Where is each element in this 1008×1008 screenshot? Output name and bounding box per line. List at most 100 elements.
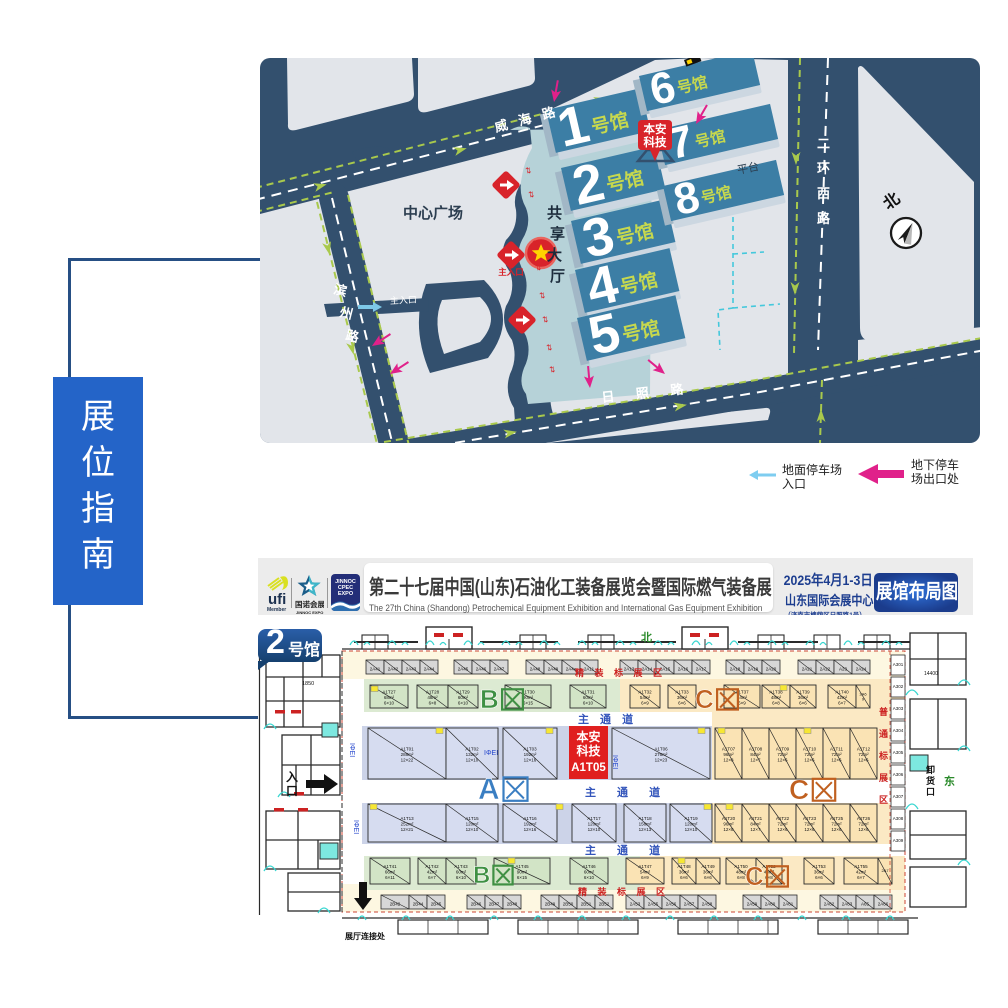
svg-text:ΙΦΕΙ: ΙΦΕΙ <box>352 820 359 834</box>
svg-text:6×9: 6×9 <box>641 700 649 705</box>
svg-text:6×6: 6×6 <box>815 875 823 880</box>
svg-text:120m²: 120m² <box>466 821 479 826</box>
svg-text:A23: A23 <box>839 667 848 672</box>
svg-text:A1T18: A1T18 <box>638 816 652 821</box>
svg-text:B: B <box>480 684 499 714</box>
svg-text:2A22: 2A22 <box>820 667 831 672</box>
svg-text:A1T33: A1T33 <box>675 689 689 694</box>
svg-text:6×9: 6×9 <box>738 700 746 705</box>
svg-text:2B47: 2B47 <box>489 902 500 907</box>
svg-text:6×6: 6×6 <box>799 700 807 705</box>
svg-text:环: 环 <box>817 161 830 176</box>
svg-text:12×13: 12×13 <box>639 827 652 832</box>
svg-text:A1T32: A1T32 <box>638 689 652 694</box>
svg-text:A1T53: A1T53 <box>812 864 826 869</box>
svg-text:A1T42: A1T42 <box>425 864 439 869</box>
svg-text:A1T25: A1T25 <box>830 816 844 821</box>
svg-text:货: 货 <box>926 775 935 786</box>
svg-text:12×6: 12×6 <box>804 757 815 762</box>
svg-text:6×10: 6×10 <box>456 875 467 880</box>
svg-text:A1T05: A1T05 <box>571 762 606 774</box>
svg-text:A302: A302 <box>893 684 904 689</box>
svg-text:科技: 科技 <box>576 743 601 758</box>
svg-text:2A18: 2A18 <box>730 667 741 672</box>
svg-text:2A63: 2A63 <box>842 902 853 907</box>
svg-text:⇄: ⇄ <box>531 240 540 247</box>
svg-text:路: 路 <box>344 327 361 345</box>
svg-text:主入口: 主入口 <box>498 267 524 277</box>
svg-text:⇄: ⇄ <box>541 316 550 323</box>
svg-text:大: 大 <box>547 246 562 264</box>
svg-text:2B44: 2B44 <box>413 902 424 907</box>
svg-text:2A6: 2A6 <box>859 692 867 697</box>
svg-text:6×6: 6×6 <box>680 875 688 880</box>
svg-text:⇄: ⇄ <box>534 264 543 271</box>
svg-text:ufi: ufi <box>268 591 286 608</box>
svg-text:A304: A304 <box>893 728 904 733</box>
svg-text:北: 北 <box>641 630 652 644</box>
svg-text:A1T02: A1T02 <box>465 746 479 751</box>
svg-text:96m²: 96m² <box>723 821 734 826</box>
svg-text:2A7: 2A7 <box>881 868 889 873</box>
svg-text:60m²: 60m² <box>458 695 469 700</box>
svg-text:厅: 厅 <box>550 268 565 285</box>
svg-text:2A15: 2A15 <box>660 667 671 672</box>
svg-text:A1T47: A1T47 <box>638 864 652 869</box>
svg-text:本安: 本安 <box>644 122 667 136</box>
svg-text:A1T50: A1T50 <box>734 864 748 869</box>
svg-text:2A66: 2A66 <box>878 902 889 907</box>
svg-text:A1T08: A1T08 <box>749 746 763 751</box>
svg-text:⇄: ⇄ <box>524 167 533 174</box>
svg-text:54m²: 54m² <box>737 695 748 700</box>
svg-text:口: 口 <box>286 784 298 798</box>
svg-text:90m²: 90m² <box>517 869 528 874</box>
svg-text:A1T22: A1T22 <box>776 816 790 821</box>
svg-text:入: 入 <box>286 770 298 784</box>
svg-text:2A48: 2A48 <box>530 667 541 672</box>
svg-text:6×6: 6×6 <box>704 875 712 880</box>
svg-text:6×7: 6×7 <box>428 875 436 880</box>
svg-text:口: 口 <box>926 787 935 797</box>
svg-text:2A42: 2A42 <box>388 667 399 672</box>
svg-text:2B52: 2B52 <box>599 902 610 907</box>
svg-text:主 通 道: 主 通 道 <box>585 785 669 799</box>
svg-text:普: 普 <box>879 706 888 717</box>
svg-text:A1T19: A1T19 <box>684 816 698 821</box>
svg-text:36m²: 36m² <box>677 695 688 700</box>
svg-text:12×21: 12×21 <box>401 827 414 832</box>
svg-text:标: 标 <box>878 750 888 761</box>
svg-text:48m²: 48m² <box>427 695 438 700</box>
svg-text:通: 通 <box>879 728 888 739</box>
svg-text:主 通 道: 主 通 道 <box>578 712 637 726</box>
svg-text:东: 东 <box>944 774 955 788</box>
svg-text:2A60: 2A60 <box>765 902 776 907</box>
svg-text:A1T49: A1T49 <box>701 864 715 869</box>
svg-text:276m²: 276m² <box>655 752 668 757</box>
svg-text:36m²: 36m² <box>679 869 690 874</box>
svg-text:A1T45: A1T45 <box>515 864 529 869</box>
svg-text:精 装 标 展 区: 精 装 标 展 区 <box>578 886 669 897</box>
svg-text:2B49: 2B49 <box>545 902 556 907</box>
svg-text:120m²: 120m² <box>588 821 601 826</box>
svg-text:12×6: 12×6 <box>777 757 788 762</box>
svg-text:42m²: 42m² <box>427 869 438 874</box>
svg-text:6×7: 6×7 <box>838 700 846 705</box>
svg-text:12×8: 12×8 <box>723 757 734 762</box>
svg-text:12×6: 12×6 <box>804 827 815 832</box>
svg-text:2B51: 2B51 <box>581 902 592 907</box>
svg-text:共: 共 <box>547 205 562 222</box>
svg-text:主 通 道: 主 通 道 <box>585 843 669 857</box>
svg-text:展: 展 <box>879 773 888 783</box>
svg-text:C: C <box>789 774 809 805</box>
svg-text:12×23: 12×23 <box>655 757 668 762</box>
svg-text:A1T46: A1T46 <box>582 864 596 869</box>
svg-text:66m²: 66m² <box>385 869 396 874</box>
svg-text:2B45: 2B45 <box>431 902 442 907</box>
svg-text:平台: 平台 <box>736 159 760 177</box>
svg-text:2A4a: 2A4a <box>566 667 577 672</box>
svg-text:36m²: 36m² <box>798 695 809 700</box>
svg-text:2A13: 2A13 <box>624 667 635 672</box>
svg-text:6×7: 6×7 <box>857 875 865 880</box>
svg-text:6×8: 6×8 <box>772 700 780 705</box>
svg-text:2A11: 2A11 <box>584 667 595 672</box>
